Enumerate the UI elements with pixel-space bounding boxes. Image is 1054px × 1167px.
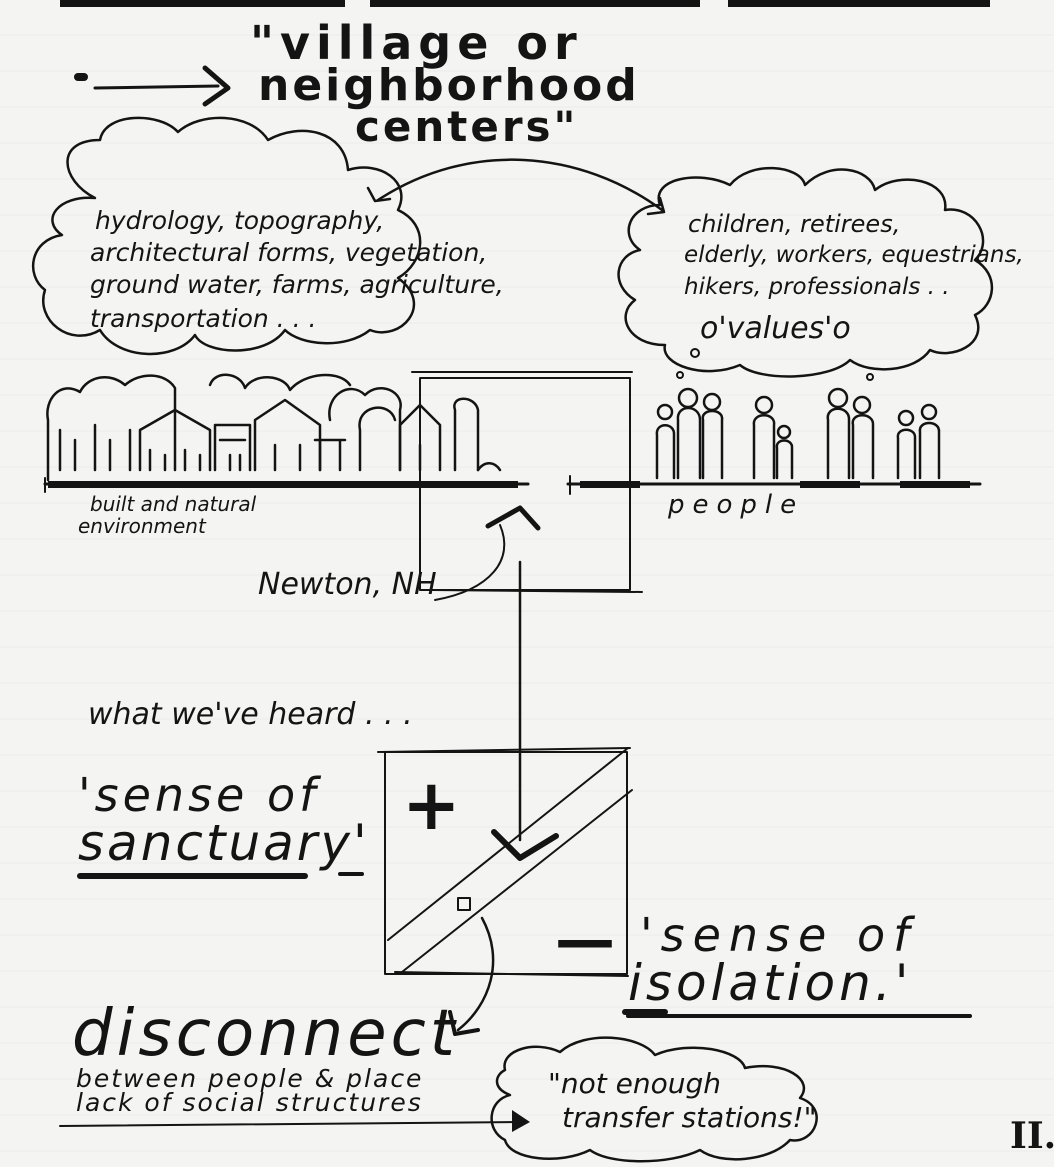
values-label: o'values'o: [700, 311, 851, 346]
minus-sign: —: [555, 905, 615, 975]
heard-intro: what we've heard . . .: [88, 697, 413, 732]
bottom-arrow: [59, 1110, 530, 1132]
town-silhouette: [46, 373, 502, 482]
people-cloud-outline: [617, 166, 994, 378]
title-line-3: centers": [355, 102, 579, 151]
disconnect-title: disconnect: [72, 997, 459, 1071]
environment-text-line-2: architectural forms, vegetation,: [90, 238, 488, 267]
title-line-2: neighborhood: [258, 60, 640, 111]
small-square-marker: [457, 897, 471, 911]
built-environment-label-1: built and natural: [90, 492, 257, 516]
header-bars: [60, 0, 990, 7]
sanctuary-line-2: sanctuary': [78, 814, 370, 872]
people-figures: [655, 387, 941, 480]
people-text-line-3: hikers, professionals . .: [684, 274, 950, 300]
disconnect-arrow: [456, 916, 495, 1032]
quote-line-1: "not enough: [548, 1067, 722, 1100]
clouds-connector-arrow: [376, 158, 664, 212]
built-ground-line: [43, 477, 530, 493]
newton-label: Newton, NH: [258, 567, 437, 602]
disconnect-line-1: between people & place: [76, 1064, 424, 1093]
environment-text-line-1: hydrology, topography,: [95, 206, 385, 235]
built-environment-label-2: environment: [78, 514, 206, 538]
up-chevron: [485, 505, 541, 531]
page-number: II.: [1010, 1115, 1054, 1157]
newton-arrow: [434, 524, 506, 601]
people-text-line-2: elderly, workers, equestrians,: [684, 242, 1024, 268]
disconnect-arrowhead: [448, 1010, 480, 1036]
environment-text-line-3: ground water, farms, agriculture,: [90, 270, 504, 299]
people-ground-line: [566, 475, 982, 495]
environment-cloud-outline: [31, 116, 422, 356]
arrowhead-left: [366, 186, 392, 203]
people-label: people: [668, 490, 805, 520]
arrowhead-right: [646, 196, 666, 216]
quote-cloud-outline: [490, 1036, 818, 1163]
down-chevron: [491, 829, 559, 861]
sanctuary-line-1: 'sense of: [78, 768, 320, 822]
environment-text-line-4: transportation . . .: [90, 304, 317, 333]
people-text-line-1: children, retirees,: [688, 210, 901, 238]
disconnect-line-2: lack of social structures: [76, 1088, 423, 1117]
title-arrow: [74, 65, 231, 107]
link-frame: [411, 371, 643, 593]
plus-sign: +: [402, 764, 461, 846]
title-line-1: "village or: [250, 16, 583, 70]
isolation-line-2: isolation.': [628, 954, 913, 1012]
quote-line-2: transfer stations!": [562, 1101, 817, 1134]
isolation-line-1: 'sense of: [640, 908, 918, 962]
thought-bubbles: [676, 348, 874, 381]
central-square: [377, 747, 633, 977]
